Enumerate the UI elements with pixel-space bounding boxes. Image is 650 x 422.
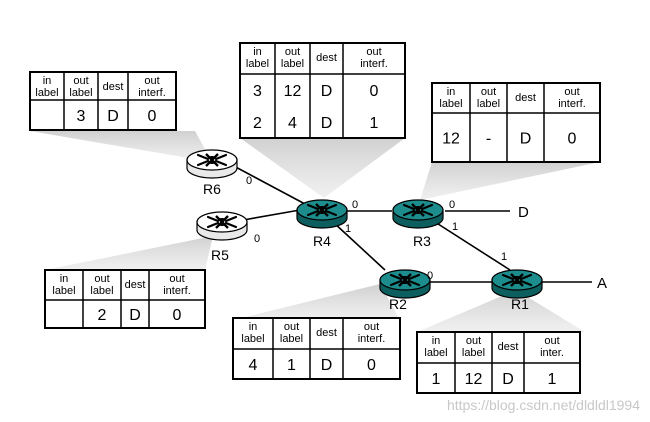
table-cell: 0 <box>568 131 577 148</box>
iface-label-r3-1: 1 <box>452 221 458 233</box>
table-cell: D <box>321 115 333 132</box>
table-cell: 1 <box>287 357 296 374</box>
table-cell: 1 <box>432 371 441 388</box>
table-cell: 4 <box>288 115 297 132</box>
table-cell: - <box>486 131 491 148</box>
table-cell: 0 <box>367 357 376 374</box>
link-r4-r2 <box>332 221 386 271</box>
table-header-cell: dest <box>515 92 536 104</box>
beam-r5 <box>45 236 213 270</box>
table-header-cell: dest <box>316 52 337 64</box>
table-cell: D <box>129 307 141 324</box>
table-cell: D <box>107 108 119 125</box>
table-cell: 2 <box>98 307 107 324</box>
iface-label-r4-0: 0 <box>352 199 358 211</box>
router-r6-icon[interactable] <box>186 149 238 179</box>
table-cell: D <box>321 83 333 100</box>
table-header-cell: dest <box>125 279 146 291</box>
table-cell: 12 <box>284 83 302 100</box>
beam-r3 <box>420 162 600 200</box>
table-cell: 3 <box>253 83 262 100</box>
router-label-r6: R6 <box>203 181 221 197</box>
table-header-cell: dest <box>498 341 519 353</box>
iface-label-r6-0: 0 <box>246 175 252 187</box>
destination-d-label: D <box>518 204 529 221</box>
router-r4-icon[interactable] <box>296 199 348 229</box>
table-header-cell: dest <box>103 81 124 93</box>
router-label-r3: R3 <box>413 233 431 249</box>
destination-a-label: A <box>597 275 607 292</box>
table-cell: D <box>321 357 333 374</box>
beam-r6 <box>30 131 212 162</box>
router-r1-icon[interactable] <box>491 269 543 299</box>
router-label-r5: R5 <box>211 247 229 263</box>
table-cell: 0 <box>370 83 379 100</box>
table-cell: 4 <box>249 357 258 374</box>
table-cell: 3 <box>77 108 86 125</box>
beam-r2 <box>233 284 400 320</box>
iface-label-r4-1: 1 <box>345 223 351 235</box>
router-r5-icon[interactable] <box>196 211 248 241</box>
beam-r4 <box>240 138 405 198</box>
iface-label-r1-1: 1 <box>501 251 507 263</box>
iface-label-r5-0: 0 <box>254 233 260 245</box>
table-cell: 1 <box>548 371 557 388</box>
table-cell: 12 <box>442 131 460 148</box>
router-r2-icon[interactable] <box>379 269 431 299</box>
table-cell: 2 <box>253 115 262 132</box>
table-cell: D <box>520 131 532 148</box>
router-label-r4: R4 <box>313 233 331 249</box>
router-r3-icon[interactable] <box>392 199 444 229</box>
iface-label-r2-0: 0 <box>427 270 433 282</box>
watermark: https://blog.csdn.net/dldldl1994 <box>447 397 640 413</box>
table-cell: 1 <box>370 115 379 132</box>
table-header-cell: dest <box>316 327 337 339</box>
link-r6-r4 <box>229 163 306 205</box>
table-cell: 0 <box>173 307 182 324</box>
link-r3-r1 <box>434 221 511 271</box>
iface-label-r3-0: 0 <box>449 199 455 211</box>
beam-r1 <box>417 290 585 332</box>
table-cell: 0 <box>148 108 157 125</box>
router-label-r2: R2 <box>389 296 407 312</box>
table-cell: 12 <box>465 371 483 388</box>
callout-beams <box>30 131 600 332</box>
router-label-r1: R1 <box>511 296 529 312</box>
table-cell: D <box>502 371 514 388</box>
routers <box>186 149 543 299</box>
